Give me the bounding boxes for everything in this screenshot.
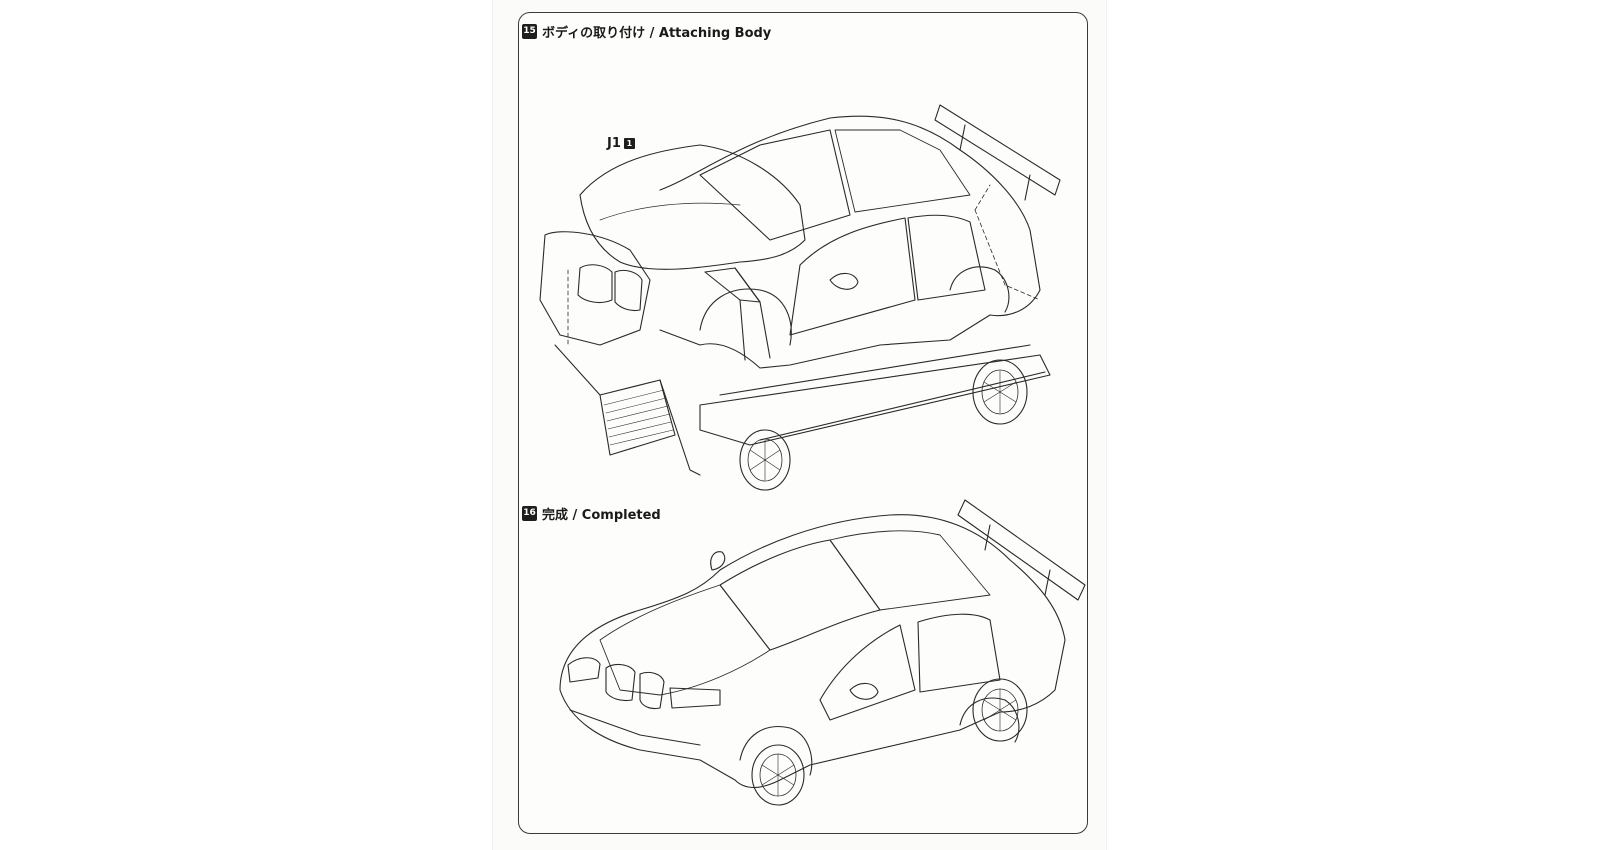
chassis-sill [760, 372, 1045, 440]
step-15-number: 15 [522, 24, 537, 39]
car-front-arch [740, 727, 812, 775]
roll-cage-top [705, 268, 760, 302]
part-label-j1: J1 1 [607, 136, 635, 151]
body-shell-outline [660, 116, 1040, 368]
front-splitter [555, 345, 700, 475]
car-hood [600, 585, 770, 695]
chassis-floor [700, 355, 1050, 445]
step-15-title: ボディの取り付け / Attaching Body [542, 26, 772, 41]
car-headlight-left [568, 658, 600, 682]
car-front-splitter [570, 710, 700, 745]
rear-fender-arch [950, 267, 1009, 312]
car-side-mirror [850, 683, 878, 699]
car-rear-wing-stays [985, 525, 1050, 595]
chassis-rail [720, 345, 1030, 395]
rear-wheel-step15 [973, 360, 1027, 424]
rear-wing-stays [960, 125, 1030, 200]
step-15-header: 15 ボディの取り付け / Attaching Body [522, 22, 771, 41]
car-rear-door [918, 614, 1000, 692]
car-grille-right [640, 672, 664, 708]
car-rear-arch [960, 698, 1019, 742]
step-16-title: 完成 / Completed [542, 508, 661, 523]
front-door [790, 218, 915, 335]
front-bumper-outline [540, 232, 650, 345]
windshield [700, 130, 850, 240]
car-outline [560, 515, 1065, 788]
part-label-qty: 1 [623, 138, 635, 149]
hood-part-j1 [580, 145, 805, 269]
car-front-door [820, 625, 915, 720]
front-wheel-step15 [740, 430, 790, 490]
car-headlight-right [670, 688, 720, 708]
rear-wing-plane [935, 105, 1060, 195]
front-fender-arch [700, 289, 791, 345]
hood-crease [600, 203, 740, 220]
radiator-core [600, 380, 675, 455]
grille-left [578, 265, 612, 303]
roof-panel [835, 130, 970, 212]
side-mirror [830, 273, 858, 289]
part-label-text: J1 [607, 136, 621, 151]
car-roof-antenna [711, 552, 725, 570]
grille-right [615, 270, 642, 310]
car-roof [830, 531, 990, 610]
alignment-guides [568, 185, 1040, 345]
car-rear-wing-plane [958, 500, 1085, 600]
rear-wheel-step16 [973, 679, 1027, 741]
step-16-number: 16 [522, 506, 537, 521]
car-grille-left [606, 665, 635, 701]
front-wheel-step16 [752, 745, 804, 805]
step-16-header: 16 完成 / Completed [522, 504, 661, 523]
radiator-fins [604, 390, 673, 445]
